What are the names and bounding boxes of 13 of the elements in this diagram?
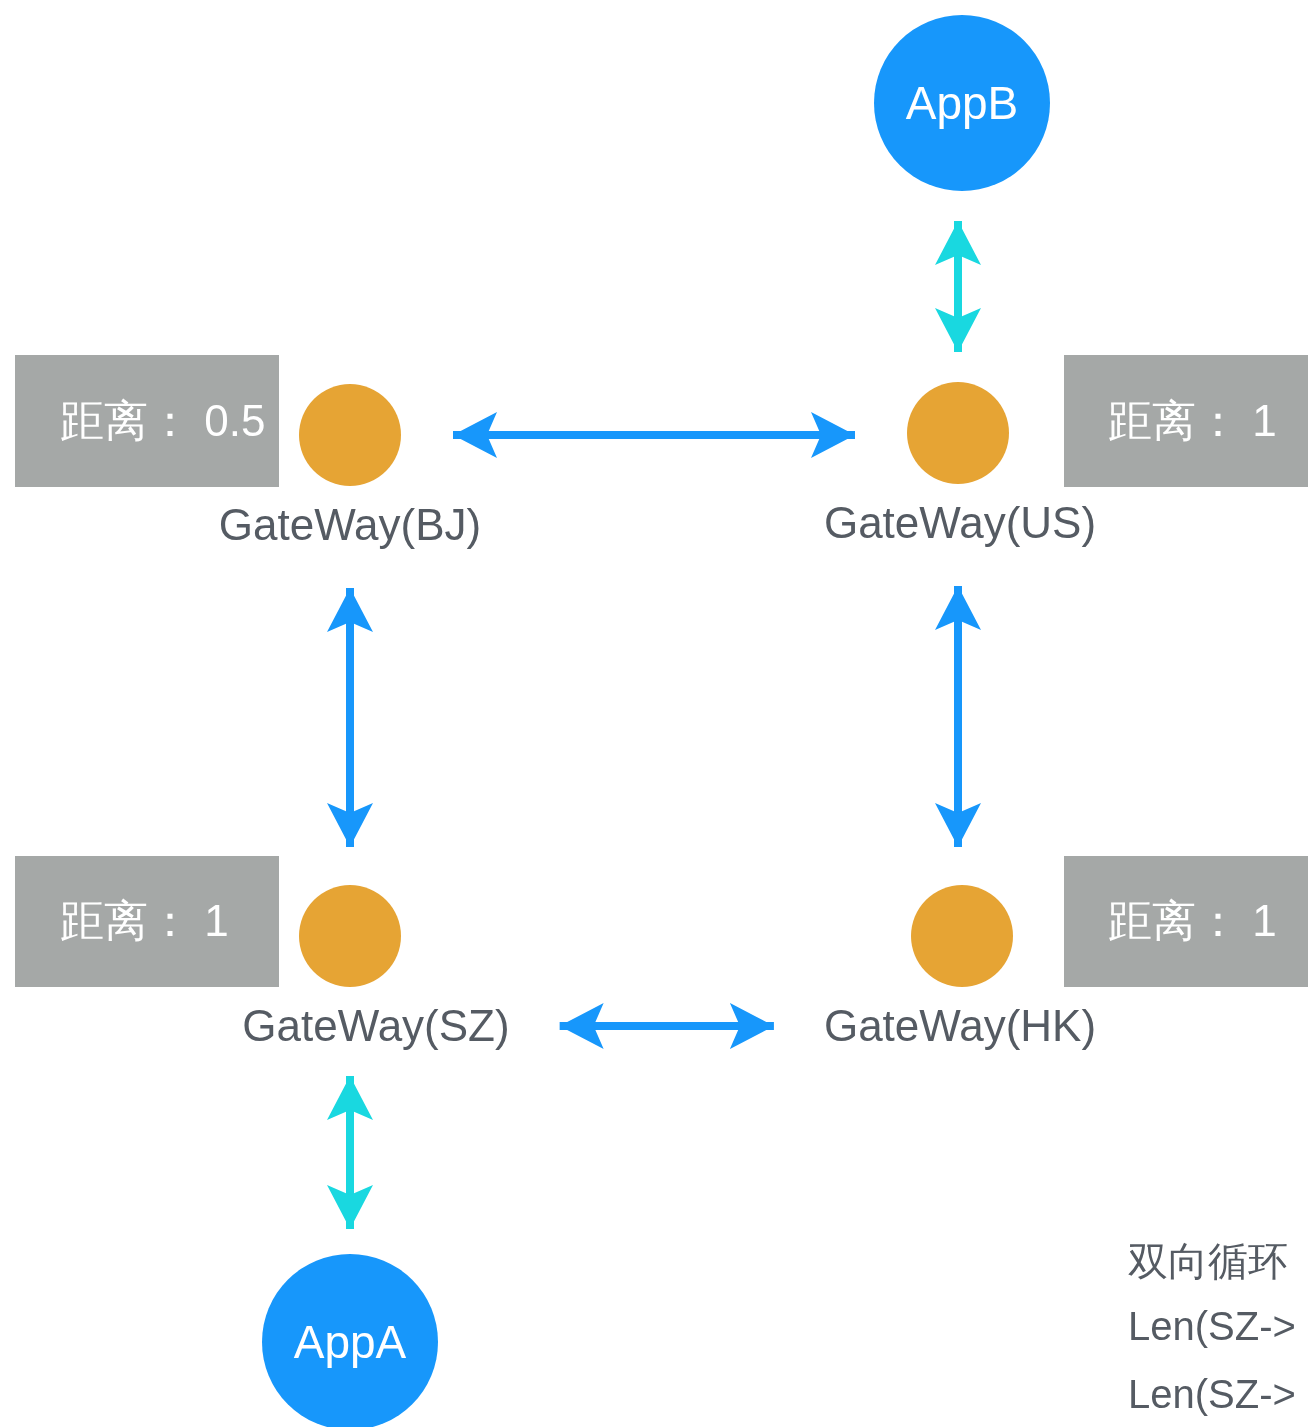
distance-box: 距离： 1: [1064, 856, 1308, 987]
gateway-label: GateWay(BJ): [218, 500, 482, 550]
note-text: 双向循环: [1128, 1238, 1288, 1285]
gateway-label: GateWay(HK): [823, 1001, 1097, 1051]
distance-box: 距离： 0.5: [15, 355, 279, 487]
gateway-label: GateWay(SZ): [242, 1001, 510, 1051]
app-circle: AppA: [262, 1254, 438, 1427]
note-text: Len(SZ->: [1128, 1304, 1296, 1349]
gateway-label: GateWay(US): [823, 498, 1097, 548]
distance-box: 距离： 1: [15, 856, 279, 987]
distance-box: 距离： 1: [1064, 355, 1308, 487]
app-circle: AppB: [874, 15, 1050, 191]
note-text: Len(SZ->: [1128, 1372, 1296, 1417]
